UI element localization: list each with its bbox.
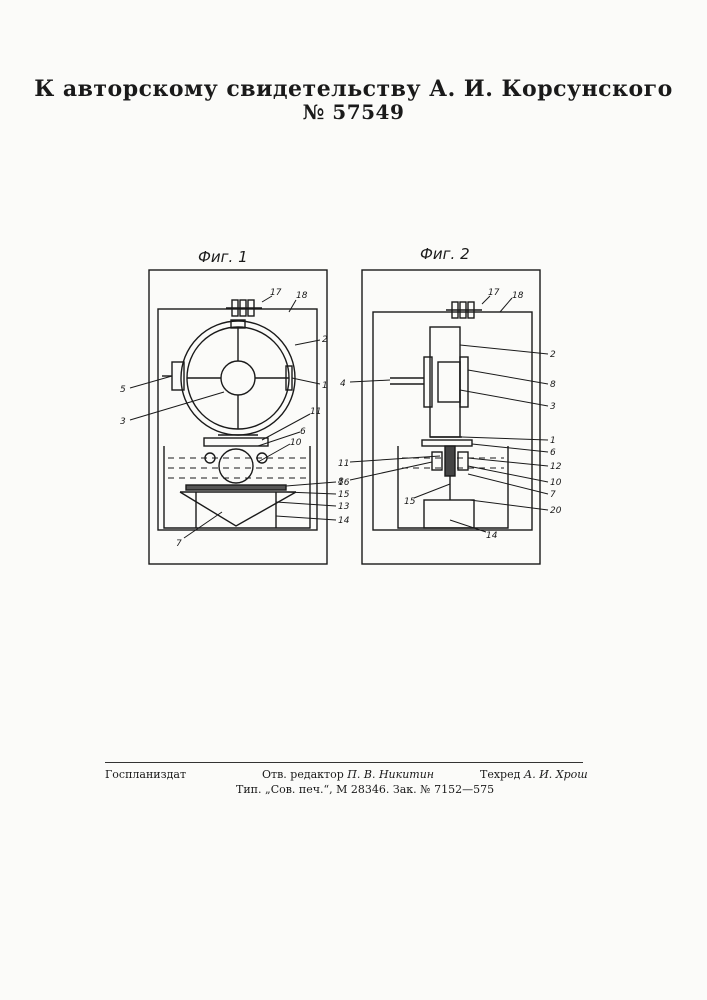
label-8: 8 [338,477,344,487]
label-2: 2 [550,350,556,360]
label-2: 2 [322,335,328,345]
fig2-pulley-17 [446,302,482,318]
footer-rule [105,762,583,763]
techred-name: А. И. Хрош [524,768,588,781]
label-13: 13 [338,502,350,512]
label-6: 6 [550,448,556,458]
editor-line: Отв. редактор П. В. Никитин [262,768,434,781]
publisher: Госпланиздат [105,768,186,781]
label-5: 5 [120,385,126,395]
label-17: 17 [488,288,500,298]
label-15: 15 [338,490,350,500]
label-1: 1 [322,381,328,391]
label-3: 3 [120,417,126,427]
label-11: 11 [310,407,321,417]
label-8: 8 [550,380,556,390]
fig1-stand-6 [204,438,268,446]
fig2-spindle [445,446,455,476]
label-15: 15 [404,497,416,507]
fig2-caption: Фиг. 2 [420,245,470,263]
label-10: 10 [550,478,562,488]
print-info: Тип. „Сов. печ.“, М 28346. Зак. № 7152—5… [236,783,494,796]
fig1-plate-16 [186,485,286,490]
fig1-pulley-17 [226,300,262,316]
label-11: 11 [338,459,349,469]
editor-prefix: Отв. редактор [262,768,344,781]
label-10: 10 [290,438,302,448]
fig2-block-14 [424,500,474,528]
techred-prefix: Техред [480,768,520,781]
label-6: 6 [300,427,306,437]
fig2-housing-2 [430,327,460,437]
label-7: 7 [176,539,182,549]
label-12: 12 [550,462,562,472]
fig1-hub-3 [221,361,255,395]
label-7: 7 [550,490,556,500]
label-14: 14 [486,531,498,541]
editor-name: П. В. Никитин [347,768,434,781]
label-18: 18 [512,291,524,301]
label-17: 17 [270,288,282,298]
label-18: 18 [296,291,308,301]
fig2-bearing-3 [438,362,460,402]
fig1-funnel-7 [180,492,296,526]
fig2-stand-6 [422,440,472,446]
label-1: 1 [550,436,556,446]
label-4: 4 [340,379,346,389]
fig2-callouts: 17 18 2 4 8 3 1 6 11 12 8 10 7 15 20 14 [338,288,562,541]
techred-line: Техред А. И. Хрош [480,768,588,781]
label-3: 3 [550,402,556,412]
label-20: 20 [550,506,562,516]
fig1-caption: Фиг. 1 [198,248,248,266]
label-14: 14 [338,516,350,526]
